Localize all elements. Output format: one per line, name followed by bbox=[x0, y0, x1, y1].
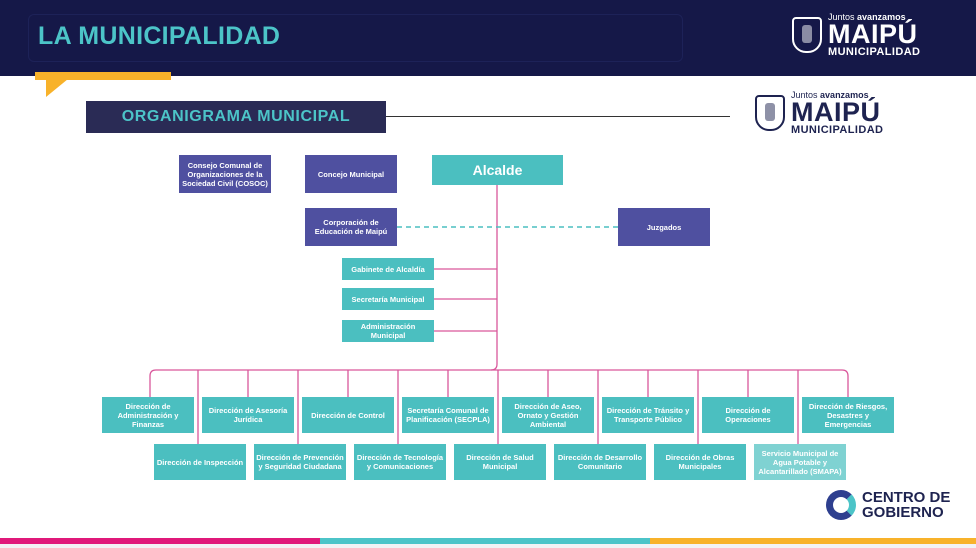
box-direction: Secretaría Comunal de Planificación (SEC… bbox=[402, 397, 494, 433]
stripe-pink bbox=[0, 538, 320, 544]
branch-line bbox=[149, 369, 849, 397]
coat-of-arms-icon bbox=[792, 17, 822, 53]
box-administracion: Administración Municipal bbox=[342, 320, 434, 342]
box-gabinete: Gabinete de Alcaldía bbox=[342, 258, 434, 280]
box-direction: Dirección de Aseo, Ornato y Gestión Ambi… bbox=[502, 397, 594, 433]
cg-line2: GOBIERNO bbox=[862, 504, 944, 521]
box-direction: Dirección de Obras Municipales bbox=[654, 444, 746, 480]
stripe-teal bbox=[320, 538, 650, 544]
box-direction: Dirección de Inspección bbox=[154, 444, 246, 480]
box-direction: Dirección de Asesoría Jurídica bbox=[202, 397, 294, 433]
title-divider bbox=[386, 116, 730, 117]
box-secretaria-municipal: Secretaría Municipal bbox=[342, 288, 434, 310]
maipu-logo-header: Juntos avanzamos MAIPÚ MUNICIPALIDAD bbox=[792, 12, 920, 58]
logo-tagline: Juntos bbox=[791, 90, 818, 100]
stripe-orange bbox=[650, 538, 976, 544]
box-alcalde: Alcalde bbox=[432, 155, 563, 185]
logo-sub: MUNICIPALIDAD bbox=[791, 124, 884, 136]
cg-line1: CENTRO DE bbox=[862, 489, 951, 506]
title-frame bbox=[28, 14, 683, 62]
footer-strip bbox=[0, 544, 976, 548]
box-direction: Dirección de Desarrollo Comunitario bbox=[554, 444, 646, 480]
maipu-logo-body: Juntos avanzamos MAIPÚ MUNICIPALIDAD bbox=[755, 90, 883, 136]
accent-bar bbox=[35, 72, 171, 80]
logo-sub: MUNICIPALIDAD bbox=[828, 46, 921, 58]
trunk-joint bbox=[490, 363, 498, 371]
logo-name: MAIPÚ bbox=[828, 19, 918, 49]
box-direction: Dirección de Control bbox=[302, 397, 394, 433]
cg-icon bbox=[826, 490, 856, 520]
page-title: LA MUNICIPALIDAD bbox=[38, 22, 281, 50]
section-title: ORGANIGRAMA MUNICIPAL bbox=[86, 101, 386, 133]
box-direction: Dirección de Prevención y Seguridad Ciud… bbox=[254, 444, 346, 480]
coat-of-arms-icon bbox=[755, 95, 785, 131]
logo-tagline: Juntos bbox=[828, 12, 855, 22]
logo-tagline-bold: avanzamos bbox=[857, 12, 906, 22]
box-juzgados: Juzgados bbox=[618, 208, 710, 246]
box-corporacion: Corporación de Educación de Maipú bbox=[305, 208, 397, 246]
box-direction: Dirección de Tránsito y Transporte Públi… bbox=[602, 397, 694, 433]
header-bar bbox=[0, 0, 976, 76]
staff-connectors bbox=[434, 268, 497, 332]
box-direction: Servicio Municipal de Agua Potable y Alc… bbox=[754, 444, 846, 480]
logo-tagline-bold: avanzamos bbox=[820, 90, 869, 100]
accent-triangle bbox=[46, 79, 68, 97]
logo-name: MAIPÚ bbox=[791, 97, 881, 127]
box-direction: Dirección de Operaciones bbox=[702, 397, 794, 433]
box-direction: Dirección de Salud Municipal bbox=[454, 444, 546, 480]
box-concejo: Concejo Municipal bbox=[305, 155, 397, 193]
box-cosoc: Consejo Comunal de Organizaciones de la … bbox=[179, 155, 271, 193]
box-direction: Dirección de Tecnología y Comunicaciones bbox=[354, 444, 446, 480]
box-direction: Dirección de Administración y Finanzas bbox=[102, 397, 194, 433]
drop-connectors bbox=[197, 370, 799, 444]
box-direction: Dirección de Riesgos, Desastres y Emerge… bbox=[802, 397, 894, 433]
